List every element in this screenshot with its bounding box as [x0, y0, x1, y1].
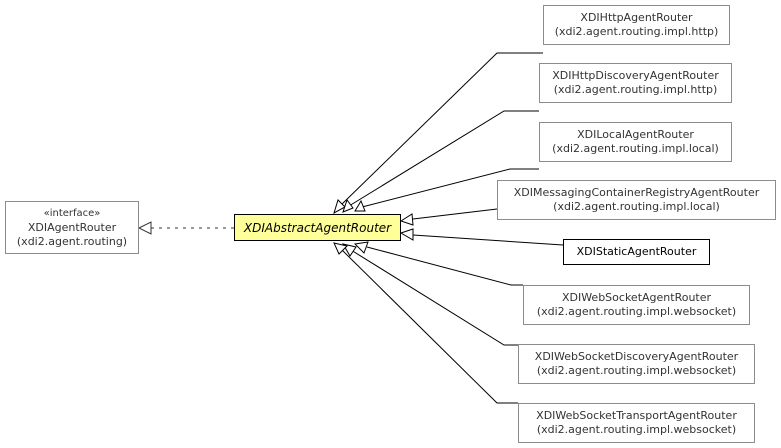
class-name: XDIMessagingContainerRegistryAgentRouter — [513, 186, 760, 199]
class-package: (xdi2.agent.routing.impl.http) — [554, 25, 719, 38]
class-name: XDIWebSocketAgentRouter — [561, 291, 712, 304]
inheritance-edge — [350, 249, 518, 346]
class-package: (xdi2.agent.routing.impl.local) — [552, 142, 719, 155]
class-package: (xdi2.agent.routing.impl.local) — [553, 200, 720, 213]
class-name: XDIWebSocketDiscoveryAgentRouter — [534, 350, 739, 363]
interface-name: XDIAgentRouter — [27, 220, 117, 234]
inheritance-arrowhead — [342, 198, 354, 213]
class-package: (xdi2.agent.routing.impl.websocket) — [536, 364, 737, 377]
inheritance-edge — [412, 208, 498, 220]
inheritance-arrowhead — [399, 228, 414, 241]
class-name: XDIStaticAgentRouter — [576, 245, 697, 258]
class-node-xdiwebsocketagentrouter[interactable]: XDIWebSocketAgentRouter (xdi2.agent.rout… — [523, 285, 750, 325]
class-name: XDILocalAgentRouter — [577, 128, 694, 141]
interface-package: (xdi2.agent.routing) — [16, 234, 128, 248]
inheritance-arrowhead — [333, 242, 348, 255]
realization-arrowhead — [137, 221, 152, 235]
inheritance-arrowhead — [399, 213, 414, 226]
class-package: (xdi2.agent.routing.impl.websocket) — [536, 423, 737, 436]
inheritance-edge — [341, 249, 518, 404]
class-name: XDIWebSocketTransportAgentRouter — [536, 409, 737, 422]
class-name: XDIHttpDiscoveryAgentRouter — [552, 69, 719, 82]
inheritance-edge — [412, 234, 564, 246]
class-package: (xdi2.agent.routing.impl.http) — [553, 83, 718, 96]
inheritance-edge — [348, 110, 539, 207]
class-node-xdiwebsockettransportagentrouter[interactable]: XDIWebSocketTransportAgentRouter (xdi2.a… — [518, 403, 755, 443]
focus-node-name: XDIAbstractAgentRouter — [243, 220, 392, 235]
class-node-xdihttpdiscoveryagentrouter[interactable]: XDIHttpDiscoveryAgentRouter (xdi2.agent.… — [539, 63, 732, 103]
inheritance-edge — [366, 246, 523, 286]
class-node-xdiwebsocketdiscoveryagentrouter[interactable]: XDIWebSocketDiscoveryAgentRouter (xdi2.a… — [518, 344, 755, 384]
class-node-xdimessagingcontainerregistryagentrouter[interactable]: XDIMessagingContainerRegistryAgentRouter… — [497, 180, 776, 220]
focus-node-xdiabstractagentrouter[interactable]: XDIAbstractAgentRouter — [234, 214, 401, 241]
class-package: (xdi2.agent.routing.impl.websocket) — [536, 305, 737, 318]
inheritance-arrowhead — [333, 199, 346, 215]
inheritance-edge — [339, 52, 543, 207]
inheritance-edge — [361, 168, 539, 208]
inheritance-arrowhead — [354, 199, 366, 212]
class-name: XDIHttpAgentRouter — [580, 11, 693, 24]
interface-stereotype: «interface» — [43, 207, 101, 219]
interface-node-xdiagentrouter[interactable]: «interface» XDIAgentRouter (xdi2.agent.r… — [5, 201, 139, 254]
class-node-xdihttpagentrouter[interactable]: XDIHttpAgentRouter (xdi2.agent.routing.i… — [543, 5, 730, 45]
class-node-xdilocalagentrouter[interactable]: XDILocalAgentRouter (xdi2.agent.routing.… — [539, 122, 732, 162]
inheritance-arrowhead — [353, 241, 369, 254]
class-node-xdistaticagentrouter[interactable]: XDIStaticAgentRouter — [563, 239, 710, 265]
